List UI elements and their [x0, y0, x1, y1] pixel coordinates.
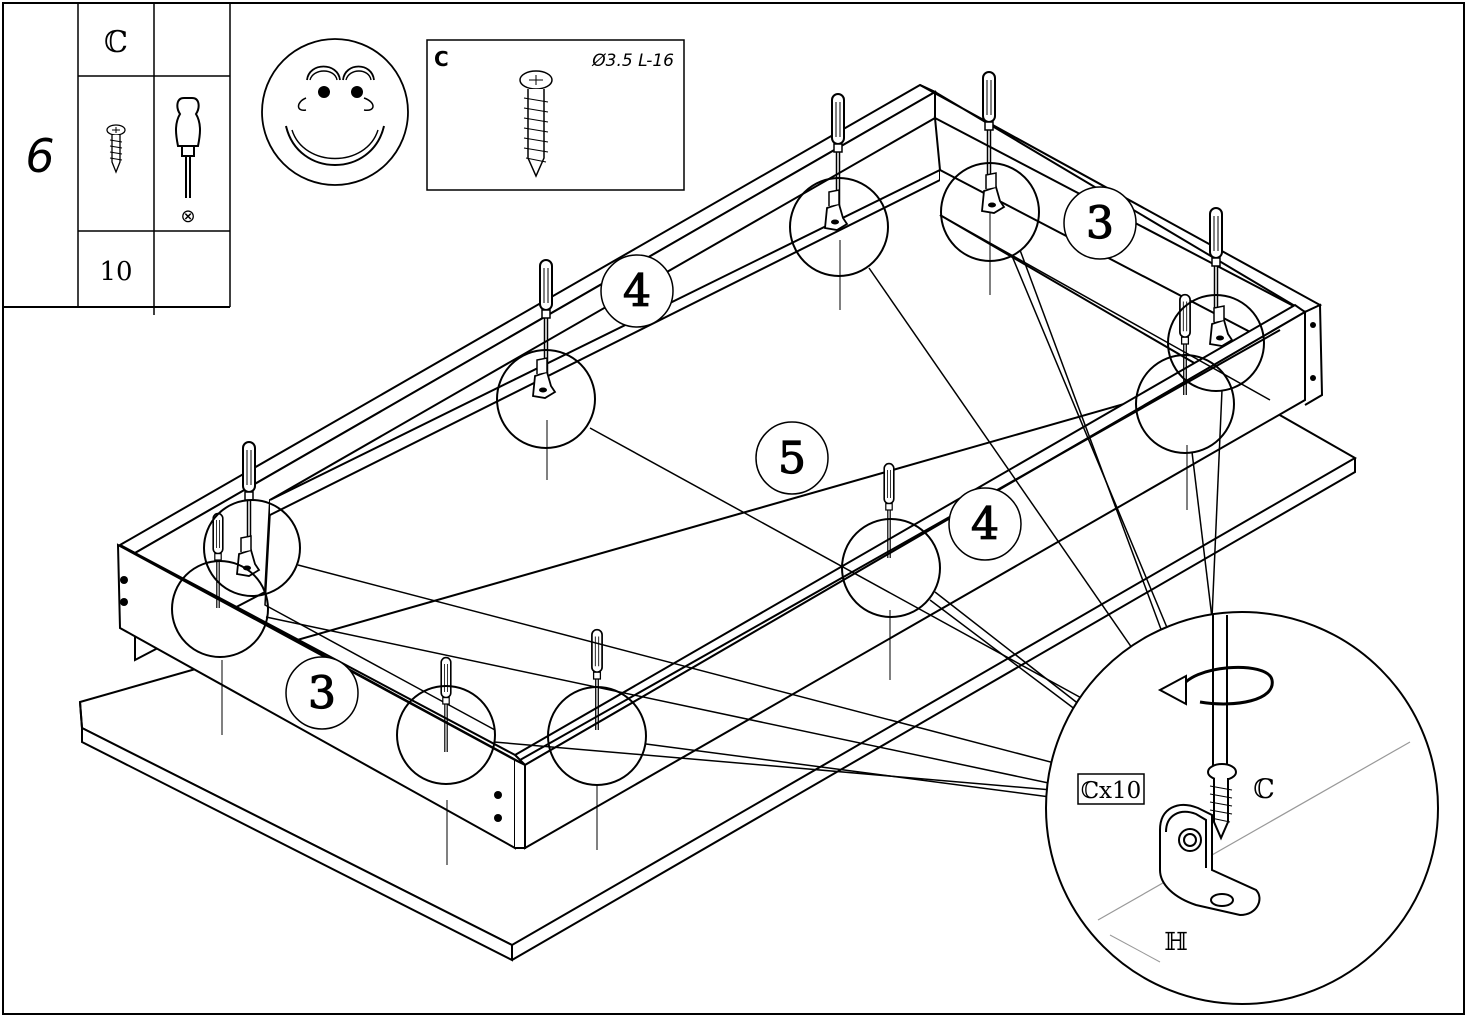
phillips-screwdriver-icon [175, 97, 201, 198]
panel-label-circles [285, 186, 1137, 730]
panel-label-left-side: 3 [308, 668, 336, 719]
callout-circles [171, 162, 1265, 786]
part-quantity: 10 [99, 257, 132, 287]
inner-edges [264, 214, 1271, 731]
detail-view [1045, 611, 1439, 1005]
screw-spec-box [426, 39, 685, 191]
panel-label-right-side: 3 [1086, 198, 1114, 249]
guide-lines [221, 210, 1188, 865]
part-letter: ℂ [104, 25, 128, 60]
screw-icon [106, 124, 126, 174]
screw-spec-icon [519, 70, 553, 178]
detail-screw-label: ℂ [1253, 774, 1275, 805]
detail-screw-icon [1207, 763, 1237, 841]
panel-label-bottom: 5 [778, 433, 806, 484]
screw-spec-letter: C [434, 47, 449, 71]
panel-label-front: 4 [971, 499, 999, 550]
smiley-face-icon [261, 38, 409, 186]
phillips-symbol: ⊗ [180, 206, 195, 227]
detail-quantity-label: ℂx10 [1081, 778, 1142, 804]
panel-label-back: 4 [623, 266, 651, 317]
detail-bracket-icon [1159, 803, 1261, 917]
leader-lines [265, 249, 1223, 798]
screw-spec-size: Ø3.5 L-16 [591, 51, 674, 71]
panel-labels: 4 3 5 4 3 [307, 197, 1114, 719]
step-number: 6 [25, 129, 54, 183]
detail-bracket-label: ℍ [1164, 927, 1188, 956]
dowel-holes [120, 322, 1316, 822]
parts-table [2, 2, 231, 315]
